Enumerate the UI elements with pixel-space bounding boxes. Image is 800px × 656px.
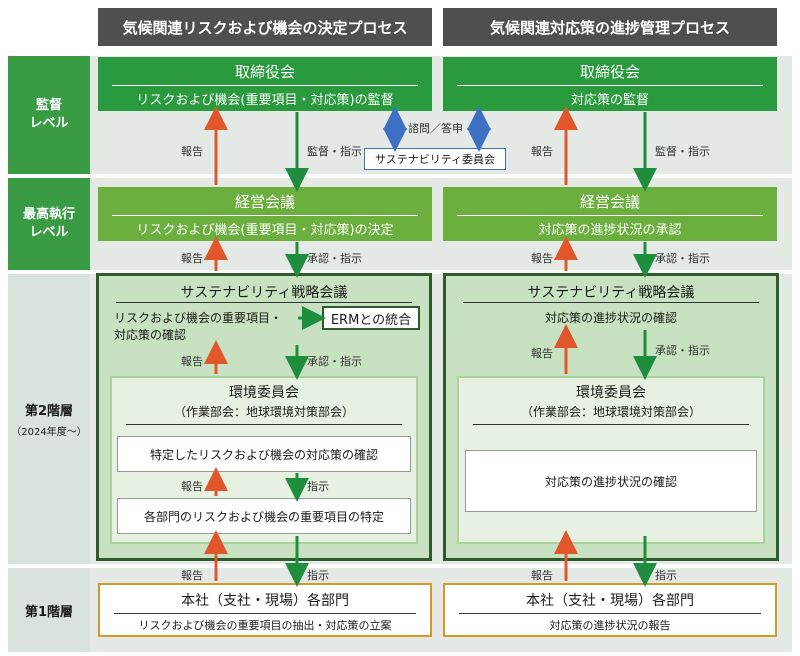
left-label-supervise: 監督・指示 <box>307 145 362 158</box>
erm-integration-box: ERMとの統合 <box>322 306 420 330</box>
left-exec-divider <box>112 215 418 216</box>
left-env-title: 環境委員会 <box>229 385 299 401</box>
left-env-divider <box>126 424 402 425</box>
right-department-box: 本社（支社・現場）各部門 対応策の進捗状況の報告 <box>443 583 777 637</box>
right-department-title: 本社（支社・現場）各部門 <box>526 593 694 609</box>
right-env-title: 環境委員会 <box>576 385 646 401</box>
left-label-report-1: 報告 <box>181 145 203 158</box>
left-board-sub: リスクおよび機会(重要項目・対応策)の監督 <box>136 93 394 108</box>
erm-label: ERMとの統合 <box>330 312 412 328</box>
right-label-instruct: 指示 <box>655 569 677 582</box>
right-exec-sub: 対応策の進捗状況の承認 <box>538 223 682 238</box>
right-label-approve-2: 承認・指示 <box>655 344 710 357</box>
right-env-box-progress-text: 対応策の進捗状況の確認 <box>544 474 677 489</box>
left-env-box-confirm-text: 特定したリスクおよび機会の対応策の確認 <box>149 447 378 462</box>
right-department-divider <box>459 613 761 614</box>
left-label-approve-1: 承認・指示 <box>307 252 362 265</box>
right-strategy-title: サステナビリティ戦略会議 <box>527 285 695 301</box>
left-strategy-text-1: リスクおよび機会の重要項目・ <box>114 311 283 325</box>
left-label-approve-2: 承認・指示 <box>307 355 362 368</box>
left-label-report-4: 報告 <box>181 480 203 493</box>
right-board-box: 取締役会 対応策の監督 <box>443 57 777 111</box>
level-supervision: 監督 レベル <box>8 56 90 174</box>
left-department-box: 本社（支社・現場）各部門 リスクおよび機会の重要項目の抽出・対応策の立案 <box>98 583 432 637</box>
level-supervision-line1: 監督 <box>35 98 62 113</box>
right-strategy-text: 対応策の進捗状況の確認 <box>544 311 677 325</box>
left-label-instruct-2: 指示 <box>307 569 329 582</box>
left-env-box-identify: 各部門のリスクおよび機会の重要項目の特定 <box>117 498 411 534</box>
left-label-report-2: 報告 <box>181 252 203 265</box>
level-executive-line2: レベル <box>29 225 69 240</box>
committee-arrow-label: 諮問／答申 <box>408 122 463 135</box>
left-label-instruct-1: 指示 <box>307 480 329 493</box>
left-exec-title: 経営会議 <box>234 193 295 211</box>
level-supervision-line2: レベル <box>29 116 69 131</box>
left-column-header: 気候関連リスクおよび機会の決定プロセス <box>98 8 432 46</box>
left-department-divider <box>114 613 416 614</box>
left-strategy-text-2: 対応策の確認 <box>114 328 187 342</box>
left-exec-sub: リスクおよび機会(重要項目・対応策)の決定 <box>136 223 394 238</box>
right-label-report-4: 報告 <box>531 569 553 582</box>
left-env-box-confirm: 特定したリスクおよび機会の対応策の確認 <box>117 436 411 472</box>
right-label-report-1: 報告 <box>531 145 553 158</box>
left-department-title: 本社（支社・現場）各部門 <box>181 593 349 609</box>
right-label-report-2: 報告 <box>531 252 553 265</box>
level-tier2-label: 第2階層 <box>24 404 74 419</box>
right-env-box-progress: 対応策の進捗状況の確認 <box>465 450 757 512</box>
right-column-header: 気候関連対応策の進捗管理プロセス <box>443 8 777 46</box>
left-board-divider <box>112 85 418 86</box>
left-board-box: 取締役会 リスクおよび機会(重要項目・対応策)の監督 <box>98 57 432 111</box>
right-env-sub: （作業部会：地球環境対策部会） <box>520 405 701 419</box>
left-strategy-title: サステナビリティ戦略会議 <box>180 285 348 301</box>
left-label-report-3: 報告 <box>181 355 203 368</box>
left-exec-box: 経営会議 リスクおよび機会(重要項目・対応策)の決定 <box>98 187 432 241</box>
sustainability-committee-box: サステナビリティ委員会 <box>364 148 506 170</box>
left-label-report-5: 報告 <box>181 569 203 582</box>
right-exec-title: 経営会議 <box>579 193 640 211</box>
left-env-box-identify-text: 各部門のリスクおよび機会の重要項目の特定 <box>143 509 384 524</box>
right-board-divider <box>457 85 763 86</box>
left-env-sub: （作業部会：地球環境対策部会） <box>173 405 354 419</box>
right-exec-box: 経営会議 対応策の進捗状況の承認 <box>443 187 777 241</box>
right-label-supervise: 監督・指示 <box>655 145 710 158</box>
right-board-sub: 対応策の監督 <box>570 93 649 108</box>
committee-name: サステナビリティ委員会 <box>374 153 496 166</box>
level-tier2-note: （2024年度～） <box>11 427 87 438</box>
level-executive: 最高執行 レベル <box>8 178 90 270</box>
level-executive-line1: 最高執行 <box>22 207 75 222</box>
level-tier1: 第1階層 <box>8 568 90 652</box>
left-department-sub: リスクおよび機会の重要項目の抽出・対応策の立案 <box>138 619 392 632</box>
right-label-approve-1: 承認・指示 <box>655 252 710 265</box>
right-strategy-divider <box>463 302 759 303</box>
left-strategy-divider <box>116 302 412 303</box>
level-tier1-label: 第1階層 <box>24 604 74 620</box>
left-board-title: 取締役会 <box>234 63 295 81</box>
right-label-report-3: 報告 <box>531 347 553 360</box>
right-department-sub: 対応策の進捗状況の報告 <box>549 619 671 632</box>
level-tier2: 第2階層 （2024年度～） <box>8 274 90 564</box>
right-board-title: 取締役会 <box>579 63 640 81</box>
right-env-divider <box>473 424 749 425</box>
right-exec-divider <box>457 215 763 216</box>
